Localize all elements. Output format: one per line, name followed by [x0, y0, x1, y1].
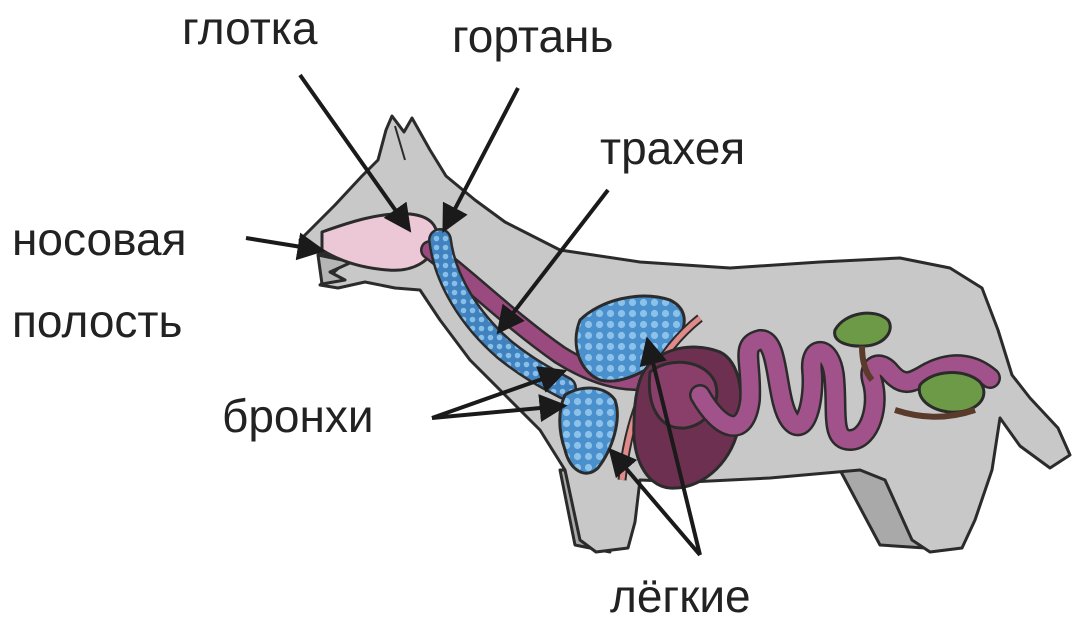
label-nasal-cavity-line2: полость	[12, 295, 182, 347]
green-organ-lower	[919, 373, 984, 413]
label-lungs: лёгкие	[610, 570, 751, 622]
label-trachea: трахея	[600, 122, 745, 174]
label-nasal-cavity-line1: носовая	[12, 213, 187, 265]
label-bronchi: бронхи	[222, 390, 374, 442]
label-larynx: гортань	[452, 10, 613, 62]
label-pharynx: глотка	[182, 2, 318, 54]
